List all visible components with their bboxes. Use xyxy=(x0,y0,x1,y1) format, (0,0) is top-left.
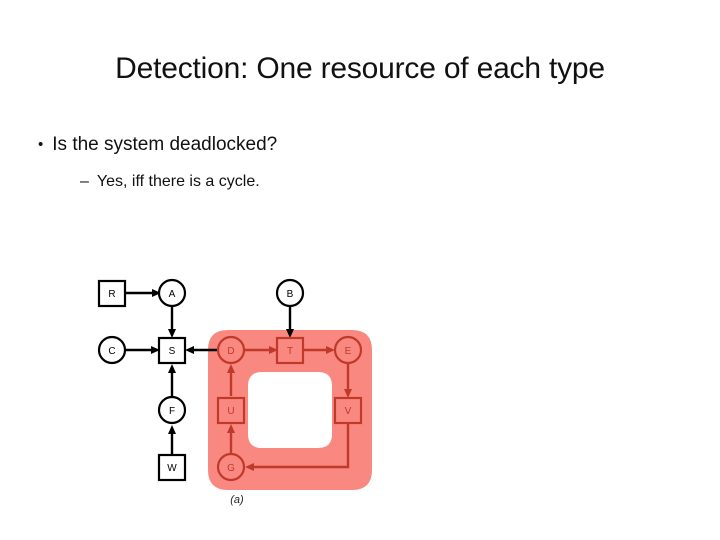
cycle-highlight xyxy=(208,330,372,490)
resource-allocation-graph-figure: R A B C S xyxy=(0,250,720,530)
node-W[interactable]: W xyxy=(157,453,187,482)
node-F[interactable]: F xyxy=(157,395,187,425)
arrowhead-V-G xyxy=(245,463,254,471)
arrowhead-D-S xyxy=(185,346,194,354)
bullet-item-level1: • Is the system deadlocked? xyxy=(38,132,678,158)
arrowhead-U-D xyxy=(227,364,235,373)
arrowhead-W-F xyxy=(168,425,176,434)
page-title: Detection: One resource of each type xyxy=(115,52,605,85)
nodes-non-cycle: R A B C S xyxy=(97,278,305,482)
node-label: W xyxy=(167,463,177,474)
node-label: E xyxy=(345,346,352,357)
node-label: D xyxy=(227,346,234,357)
edge-V-G xyxy=(252,424,350,469)
bullet-marker: • xyxy=(38,136,44,153)
bullet-item-level2: – Yes, iff there is a cycle. xyxy=(80,170,678,193)
arrowhead-G-U xyxy=(227,424,235,433)
arrowhead-A-S xyxy=(168,329,176,338)
bullet-text: Is the system deadlocked? xyxy=(52,134,278,155)
node-label: A xyxy=(169,289,176,300)
edges-non-cycle xyxy=(126,289,294,454)
bullet-list: • Is the system deadlocked? – Yes, iff t… xyxy=(38,132,678,193)
node-label: C xyxy=(108,346,115,357)
arrowhead-D-T xyxy=(269,346,278,354)
arrowhead-T-E xyxy=(326,346,335,354)
nodes-cycle: D T E U V xyxy=(216,335,363,482)
bullet-text: Yes, iff there is a cycle. xyxy=(96,173,260,190)
node-label: T xyxy=(287,346,293,357)
edges-cycle xyxy=(227,346,352,471)
node-label: B xyxy=(287,289,294,300)
figure-caption: (a) xyxy=(230,494,244,506)
node-B[interactable]: B xyxy=(275,278,305,308)
node-V[interactable]: V xyxy=(333,396,363,425)
node-T[interactable]: T xyxy=(275,336,305,365)
node-label: V xyxy=(345,406,352,417)
node-label: U xyxy=(227,406,234,417)
node-E[interactable]: E xyxy=(333,335,363,365)
arrowhead-R-A xyxy=(152,289,161,297)
arrowhead-F-S xyxy=(168,364,176,373)
arrowhead-E-V xyxy=(344,389,352,398)
node-label: R xyxy=(108,289,115,300)
node-label: F xyxy=(169,406,175,417)
arrowhead-B-T xyxy=(286,329,294,338)
bullet-marker: – xyxy=(80,173,89,190)
node-R[interactable]: R xyxy=(97,279,127,308)
node-U[interactable]: U xyxy=(216,396,246,425)
node-label: G xyxy=(227,463,235,474)
node-label: S xyxy=(169,346,176,357)
node-G[interactable]: G xyxy=(216,452,246,482)
node-S[interactable]: S xyxy=(157,336,187,365)
node-D[interactable]: D xyxy=(216,335,246,365)
node-A[interactable]: A xyxy=(157,278,187,308)
arrowhead-C-S xyxy=(151,346,160,354)
node-C[interactable]: C xyxy=(97,335,127,365)
